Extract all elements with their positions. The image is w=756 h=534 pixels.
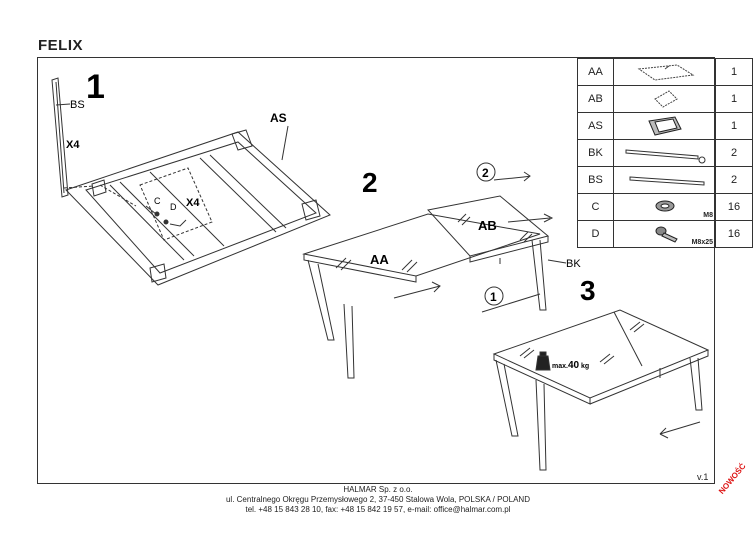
parts-row: D M8x25 16 <box>577 220 753 248</box>
parts-row: AS 1 <box>577 112 753 140</box>
part-qty: 16 <box>715 193 753 221</box>
label-d: D <box>170 202 177 212</box>
label-aa: AA <box>370 252 389 267</box>
glass-panel-icon <box>613 58 716 86</box>
step1-frame-drawing <box>51 77 331 286</box>
label-bs: BS <box>70 99 85 111</box>
parts-row: BS 2 <box>577 166 753 194</box>
step3-table-drawing <box>492 309 710 471</box>
part-code: AB <box>577 85 614 113</box>
step2-number: 2 <box>362 167 378 198</box>
long-rail-icon <box>613 139 716 167</box>
circle-step-one: 1 <box>490 290 497 304</box>
footer-contact: tel. +48 15 843 28 10, fax: +48 15 842 1… <box>245 505 511 514</box>
parts-table: AA 1 AB 1 AS 1 BK 2 BS 2 C <box>577 58 753 248</box>
part-qty: 16 <box>715 220 753 248</box>
step1-number: 1 <box>86 68 105 106</box>
parts-row: AA 1 <box>577 58 753 86</box>
bolt-icon: M8x25 <box>613 220 716 248</box>
part-qty: 2 <box>715 139 753 167</box>
footer: HALMAR Sp. z o.o. ul. Centralnego Okręgu… <box>0 485 756 515</box>
part-code: AA <box>577 58 614 86</box>
label-x4-center: X4 <box>186 197 200 209</box>
circle-step-two: 2 <box>482 166 489 180</box>
label-c: C <box>154 196 161 206</box>
small-glass-panel-icon <box>613 85 716 113</box>
footer-company: HALMAR Sp. z o.o. <box>343 485 413 494</box>
part-qty: 1 <box>715 58 753 86</box>
part-qty: 1 <box>715 85 753 113</box>
version-label: v.1 <box>697 472 709 482</box>
part-spec: M8x25 <box>691 239 713 246</box>
part-code: D <box>577 220 614 248</box>
part-spec: M8 <box>703 212 713 219</box>
parts-row: BK 2 <box>577 139 753 167</box>
part-code: AS <box>577 112 614 140</box>
instruction-frame <box>37 57 715 484</box>
step3-number: 3 <box>580 275 596 306</box>
label-bk: BK <box>566 258 581 270</box>
step2-table-drawing <box>302 162 567 379</box>
frame-icon <box>613 112 716 140</box>
footer-address: ul. Centralnego Okręgu Przemysłowego 2, … <box>225 495 530 504</box>
nut-icon: M8 <box>613 193 716 221</box>
part-qty: 2 <box>715 166 753 194</box>
short-rail-icon <box>613 166 716 194</box>
document-title: FELIX <box>38 37 84 54</box>
label-x4-left: X4 <box>66 139 80 151</box>
parts-row: AB 1 <box>577 85 753 113</box>
label-ab: AB <box>478 218 497 233</box>
part-code: BS <box>577 166 614 194</box>
parts-row: C M8 16 <box>577 193 753 221</box>
weight-warning-value: 40 <box>568 360 580 371</box>
label-as: AS <box>270 111 287 125</box>
weight-warning-unit: kg <box>581 363 589 370</box>
part-code: BK <box>577 139 614 167</box>
weight-warning-prefix: max. <box>552 363 568 370</box>
part-code: C <box>577 193 614 221</box>
part-qty: 1 <box>715 112 753 140</box>
